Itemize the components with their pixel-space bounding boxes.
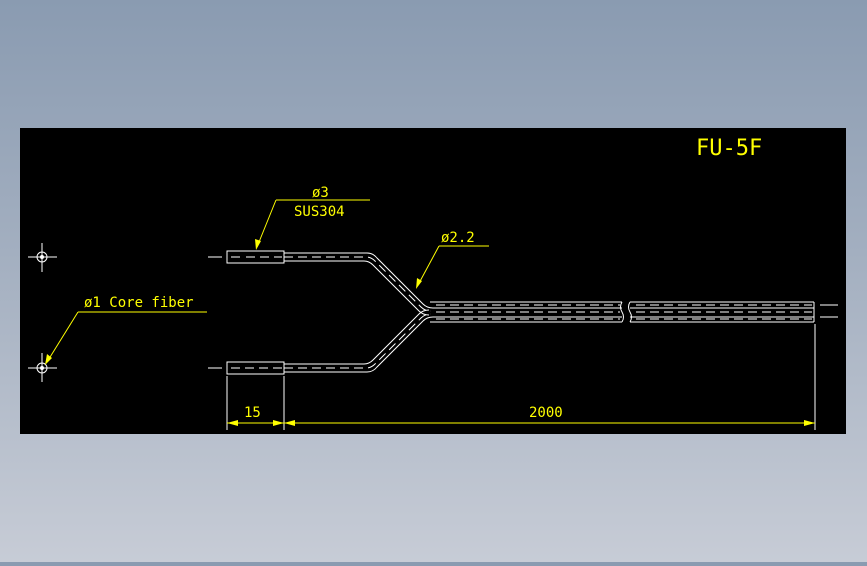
- core-fiber-label: ø1 Core fiber: [84, 295, 194, 311]
- cable-top-branch: [284, 252, 434, 316]
- cable-break: [620, 301, 632, 323]
- dimension-lines: [226, 324, 816, 430]
- cable-bottom-branch: [284, 309, 434, 373]
- center-marker-top: [28, 243, 57, 272]
- dimension-arrowheads: [227, 420, 815, 426]
- cable-merged-left: [430, 301, 622, 323]
- dimension-short-label: 15: [244, 405, 261, 421]
- cable-leader-arrow: [416, 278, 422, 289]
- center-marker-bottom: [28, 353, 57, 382]
- cable-leader: [417, 245, 489, 286]
- dimension-long-label: 2000: [529, 405, 563, 421]
- tube-leader: [256, 199, 370, 248]
- cable-merged-right: [630, 301, 838, 323]
- tube-material-label: SUS304: [294, 204, 345, 220]
- core-fiber-leader: [46, 311, 207, 363]
- drawing-title: FU-5F: [696, 136, 762, 161]
- drawing-canvas: [20, 128, 846, 434]
- cable-diameter-label: ø2.2: [441, 230, 475, 246]
- tube-leader-arrow: [255, 239, 261, 250]
- core-fiber-arrow: [45, 354, 52, 365]
- tube-diameter-label: ø3: [312, 185, 329, 201]
